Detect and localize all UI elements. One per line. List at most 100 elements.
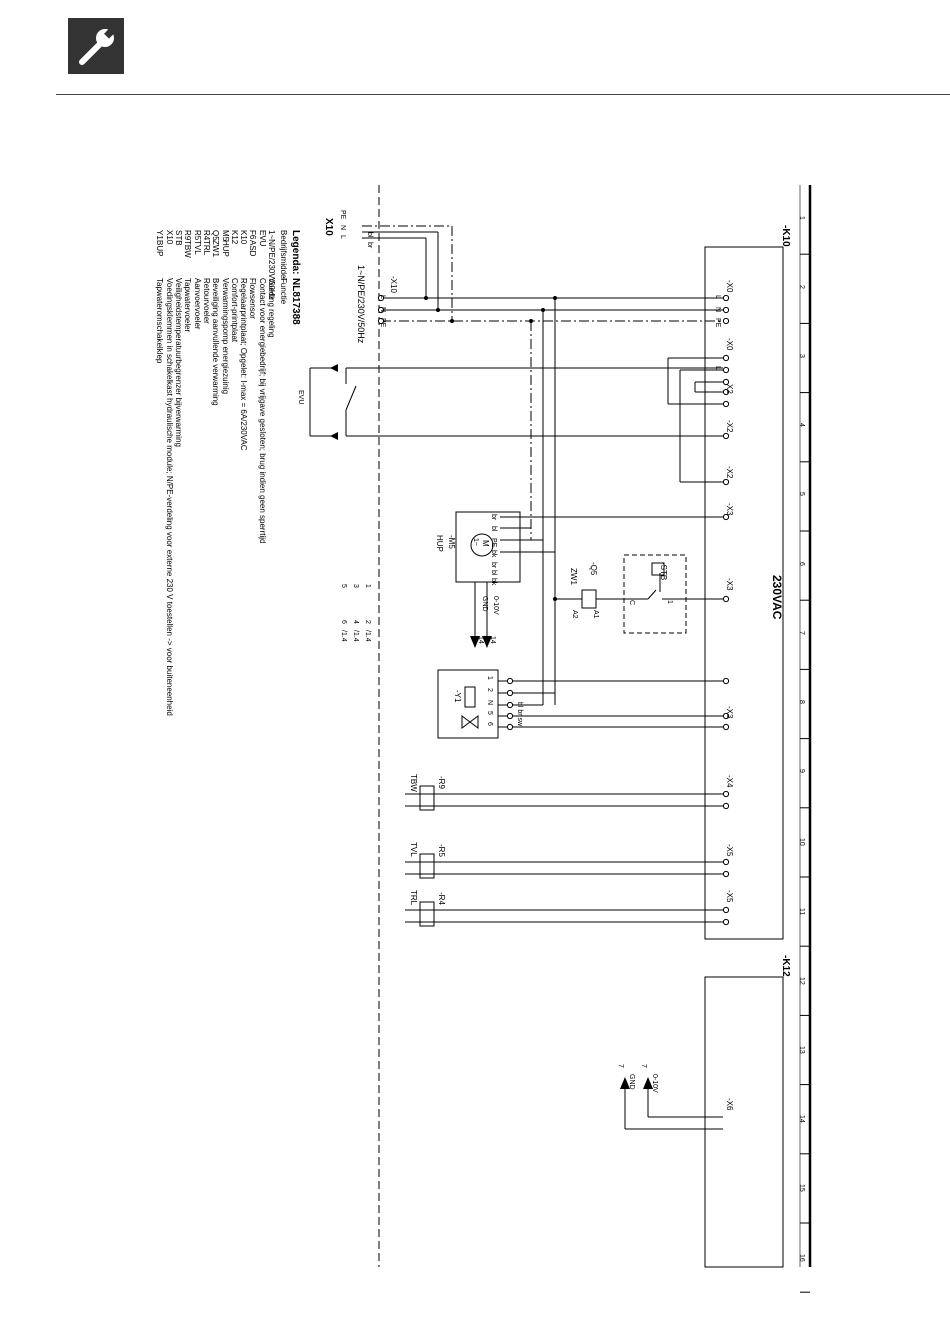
a2-label: A2 — [571, 610, 578, 619]
pump-ref-14a: 14 — [489, 636, 496, 644]
legend-abbrev: TVL — [192, 240, 202, 255]
relay-ref-2: 2 — [364, 620, 371, 624]
y1-pin-n: N — [486, 700, 493, 706]
relay-ref-1: 1 — [364, 584, 371, 588]
section-badge — [68, 18, 124, 74]
ruler-number: 12 — [798, 976, 805, 985]
a1-label: A1 — [592, 610, 599, 619]
motor-wire-bk: bk — [490, 550, 497, 558]
legend-code: F6 — [248, 230, 258, 240]
terminal-point — [722, 317, 730, 325]
legend-code: EVU — [257, 230, 267, 247]
legend-function: Retourvoeler — [201, 278, 211, 324]
x0-label: -X0 — [725, 280, 734, 293]
k12-ref-7b: 7 — [617, 1064, 624, 1068]
motor-wire-br2: br — [490, 562, 497, 569]
ruler-number: 8 — [798, 700, 805, 704]
ruler-number: 6 — [798, 561, 805, 566]
x2b-label: -X2 — [725, 420, 734, 433]
terminal-point — [506, 723, 514, 731]
terminal-point — [722, 400, 730, 408]
legend-title: Legenda: — [290, 230, 301, 275]
legend-function: Aanvoervoeler — [192, 278, 202, 330]
zw1-label: ZW1 — [569, 568, 578, 585]
terminal-point — [722, 712, 730, 720]
r4-label: -R4 — [437, 892, 446, 905]
terminal-point — [722, 677, 730, 685]
tvl-label: TVL — [409, 842, 418, 857]
pump-signal-gnd: GND — [481, 596, 488, 612]
x0-pin-n: N — [714, 307, 721, 313]
terminal-point — [722, 388, 730, 396]
ruler-number: 4 — [798, 423, 805, 428]
legend-function: Comfort-printplaat — [229, 278, 239, 343]
legend-function: Beveiliging aanvullende verwarming — [211, 278, 221, 406]
terminal-point — [722, 595, 730, 603]
k12-signal-010v: 0-10V — [651, 1074, 658, 1093]
x10-terminal-label: X10 — [323, 218, 334, 236]
relay-page-ref-1: /1.4 — [364, 630, 371, 642]
terminal-point — [377, 306, 385, 314]
legend-function: Voeding regeling — [267, 278, 276, 338]
pump-ref-14b: 14 — [477, 636, 484, 644]
motor-phase: 1~ — [472, 538, 479, 546]
x0b-pin-l: L — [714, 366, 721, 370]
terminal-point — [722, 790, 730, 798]
q5-label: -Q5 — [589, 562, 598, 576]
legend-col-left-header: Bedrijfsmiddel — [279, 230, 288, 281]
terminal-point — [722, 723, 730, 731]
x3c-label: -X3 — [725, 706, 734, 719]
ruler-number: 13 — [798, 1046, 805, 1054]
ruler-number: 11 — [798, 907, 805, 915]
legend-function: Verwarmingspomp energiezuinig — [220, 278, 230, 395]
y1-wire-colors: bl br sw — [516, 702, 523, 727]
x6-label: -X6 — [725, 1098, 734, 1111]
ruler-number: 10 — [798, 838, 805, 847]
terminal-point — [722, 366, 730, 374]
terminal-point — [722, 802, 730, 810]
supply-voltage-label: 230VAC — [770, 575, 784, 620]
terminal-point — [722, 478, 730, 486]
legend-function: Veiligheidstemperatuurbegrenzer bijverwa… — [174, 278, 183, 447]
terminal-point — [506, 689, 514, 697]
x0b-label: -X0 — [725, 338, 734, 351]
x2a-label: X2 — [725, 384, 734, 394]
x0-pin-pe: PE — [714, 318, 721, 328]
wrench-icon — [79, 28, 115, 65]
y1-pin-1: 1 — [486, 676, 493, 680]
doc-code: NL817388 — [290, 278, 301, 325]
terminal-point — [722, 918, 730, 926]
legend-code: K10 — [239, 230, 249, 245]
motor-wire-bl: bl — [490, 526, 497, 532]
k12-signal-gnd: GND — [628, 1074, 635, 1090]
ruler-number: 7 — [798, 630, 805, 635]
motor-wire-bk2: bk — [490, 578, 497, 586]
x10-strip-label: -X10 — [389, 276, 398, 293]
relay-ref-4: 4 — [352, 620, 359, 624]
ruler-number: 16 — [798, 1253, 805, 1262]
legend-abbrev: TRL — [201, 240, 211, 256]
x10-pin-pe: PE — [379, 318, 386, 328]
ruler-number: 1 — [798, 215, 805, 220]
legend-abbrev: TBW — [183, 240, 193, 258]
motor-wire-pe: PE — [490, 538, 497, 548]
terminal-point — [722, 306, 730, 314]
k10-label: -K10 — [780, 225, 791, 247]
ruler-number: 15 — [798, 1184, 805, 1193]
legend-function: Flowsensor — [248, 278, 258, 319]
wire-pe: PE — [339, 210, 346, 220]
legend-abbrev: ZW1 — [211, 240, 221, 257]
tbw-label: TBW — [409, 774, 418, 792]
terminal-point — [506, 677, 514, 685]
stb-pin-c: C — [628, 600, 635, 606]
x10-pin-n: N — [379, 307, 386, 313]
k12-label: -K12 — [780, 955, 791, 977]
legend-code: R4 — [201, 230, 211, 241]
relay-ref-3: 3 — [352, 584, 359, 588]
r9-label: -R9 — [437, 776, 446, 789]
legend-code: STB — [174, 230, 183, 246]
x2c-label: -X2 — [725, 466, 734, 479]
legend-abbrev: BUP — [155, 240, 165, 257]
legend-code: R9 — [183, 230, 193, 241]
